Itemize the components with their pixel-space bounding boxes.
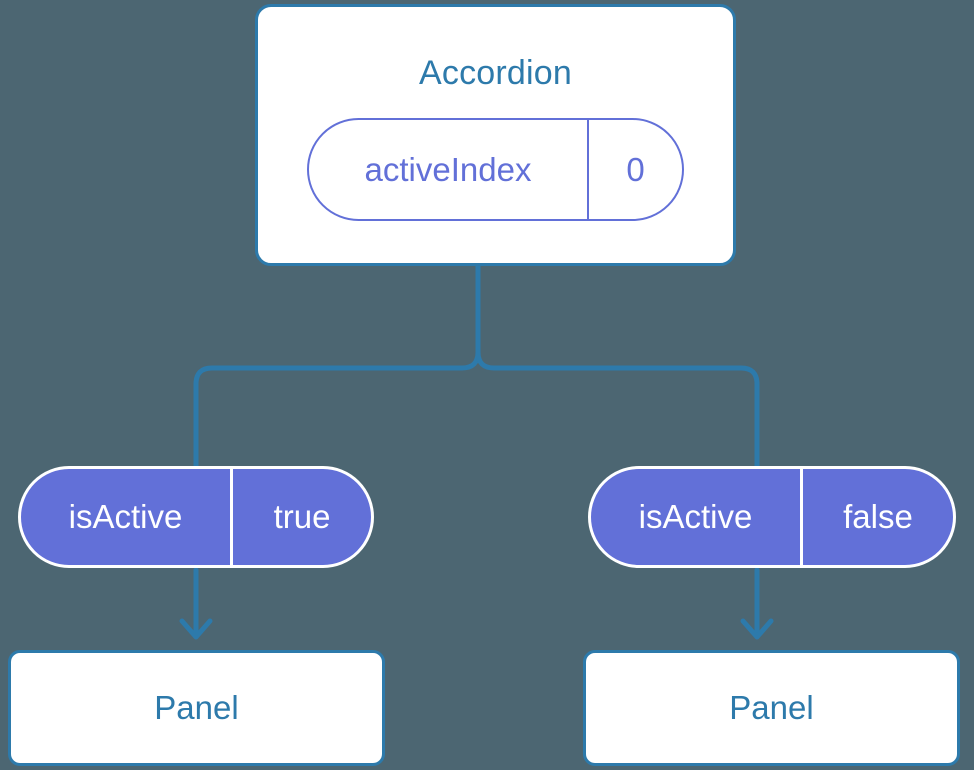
arrow-head-right-icon [740, 618, 774, 640]
panel-component-card-left[interactable]: Panel [8, 650, 385, 766]
arrow-head-left-icon [179, 618, 213, 640]
prop-value-label: false [843, 498, 913, 535]
panel-title: Panel [729, 689, 814, 726]
prop-key-label: activeIndex [309, 120, 589, 219]
branch-line-right [475, 349, 760, 469]
panel-component-card-right[interactable]: Panel [583, 650, 960, 766]
branch-line-left [193, 349, 481, 469]
prop-key-label: isActive [591, 469, 803, 565]
accordion-title: Accordion [419, 54, 572, 92]
prop-pill-is-active-true[interactable]: isActive true [18, 466, 374, 568]
prop-pill-active-index[interactable]: activeIndex 0 [307, 118, 684, 221]
panel-title: Panel [154, 689, 239, 726]
prop-value-label: 0 [626, 150, 645, 188]
prop-value-label: true [273, 498, 331, 535]
prop-pill-is-active-false[interactable]: isActive false [588, 466, 956, 568]
prop-key-label: isActive [21, 469, 233, 565]
